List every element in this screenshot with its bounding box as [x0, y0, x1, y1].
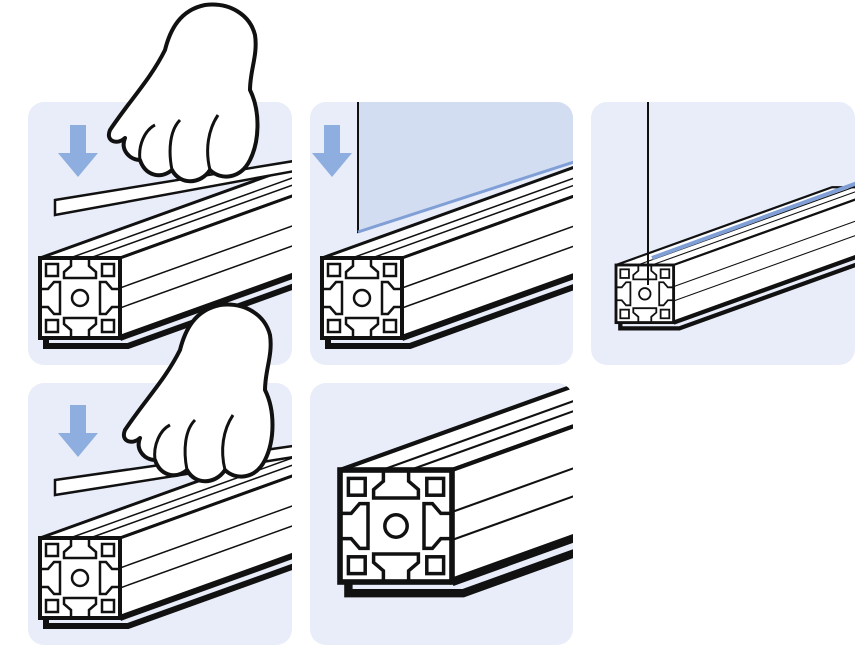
- step-2-panel: [310, 102, 573, 365]
- glass-panel-icon: [357, 102, 573, 234]
- step-1-panel: [28, 2, 292, 365]
- glass-panel-icon: [651, 180, 855, 260]
- step-4-panel: [28, 302, 292, 645]
- step-5-panel: [310, 383, 573, 645]
- step-3-panel: [591, 102, 855, 365]
- hand-icon: [106, 2, 260, 184]
